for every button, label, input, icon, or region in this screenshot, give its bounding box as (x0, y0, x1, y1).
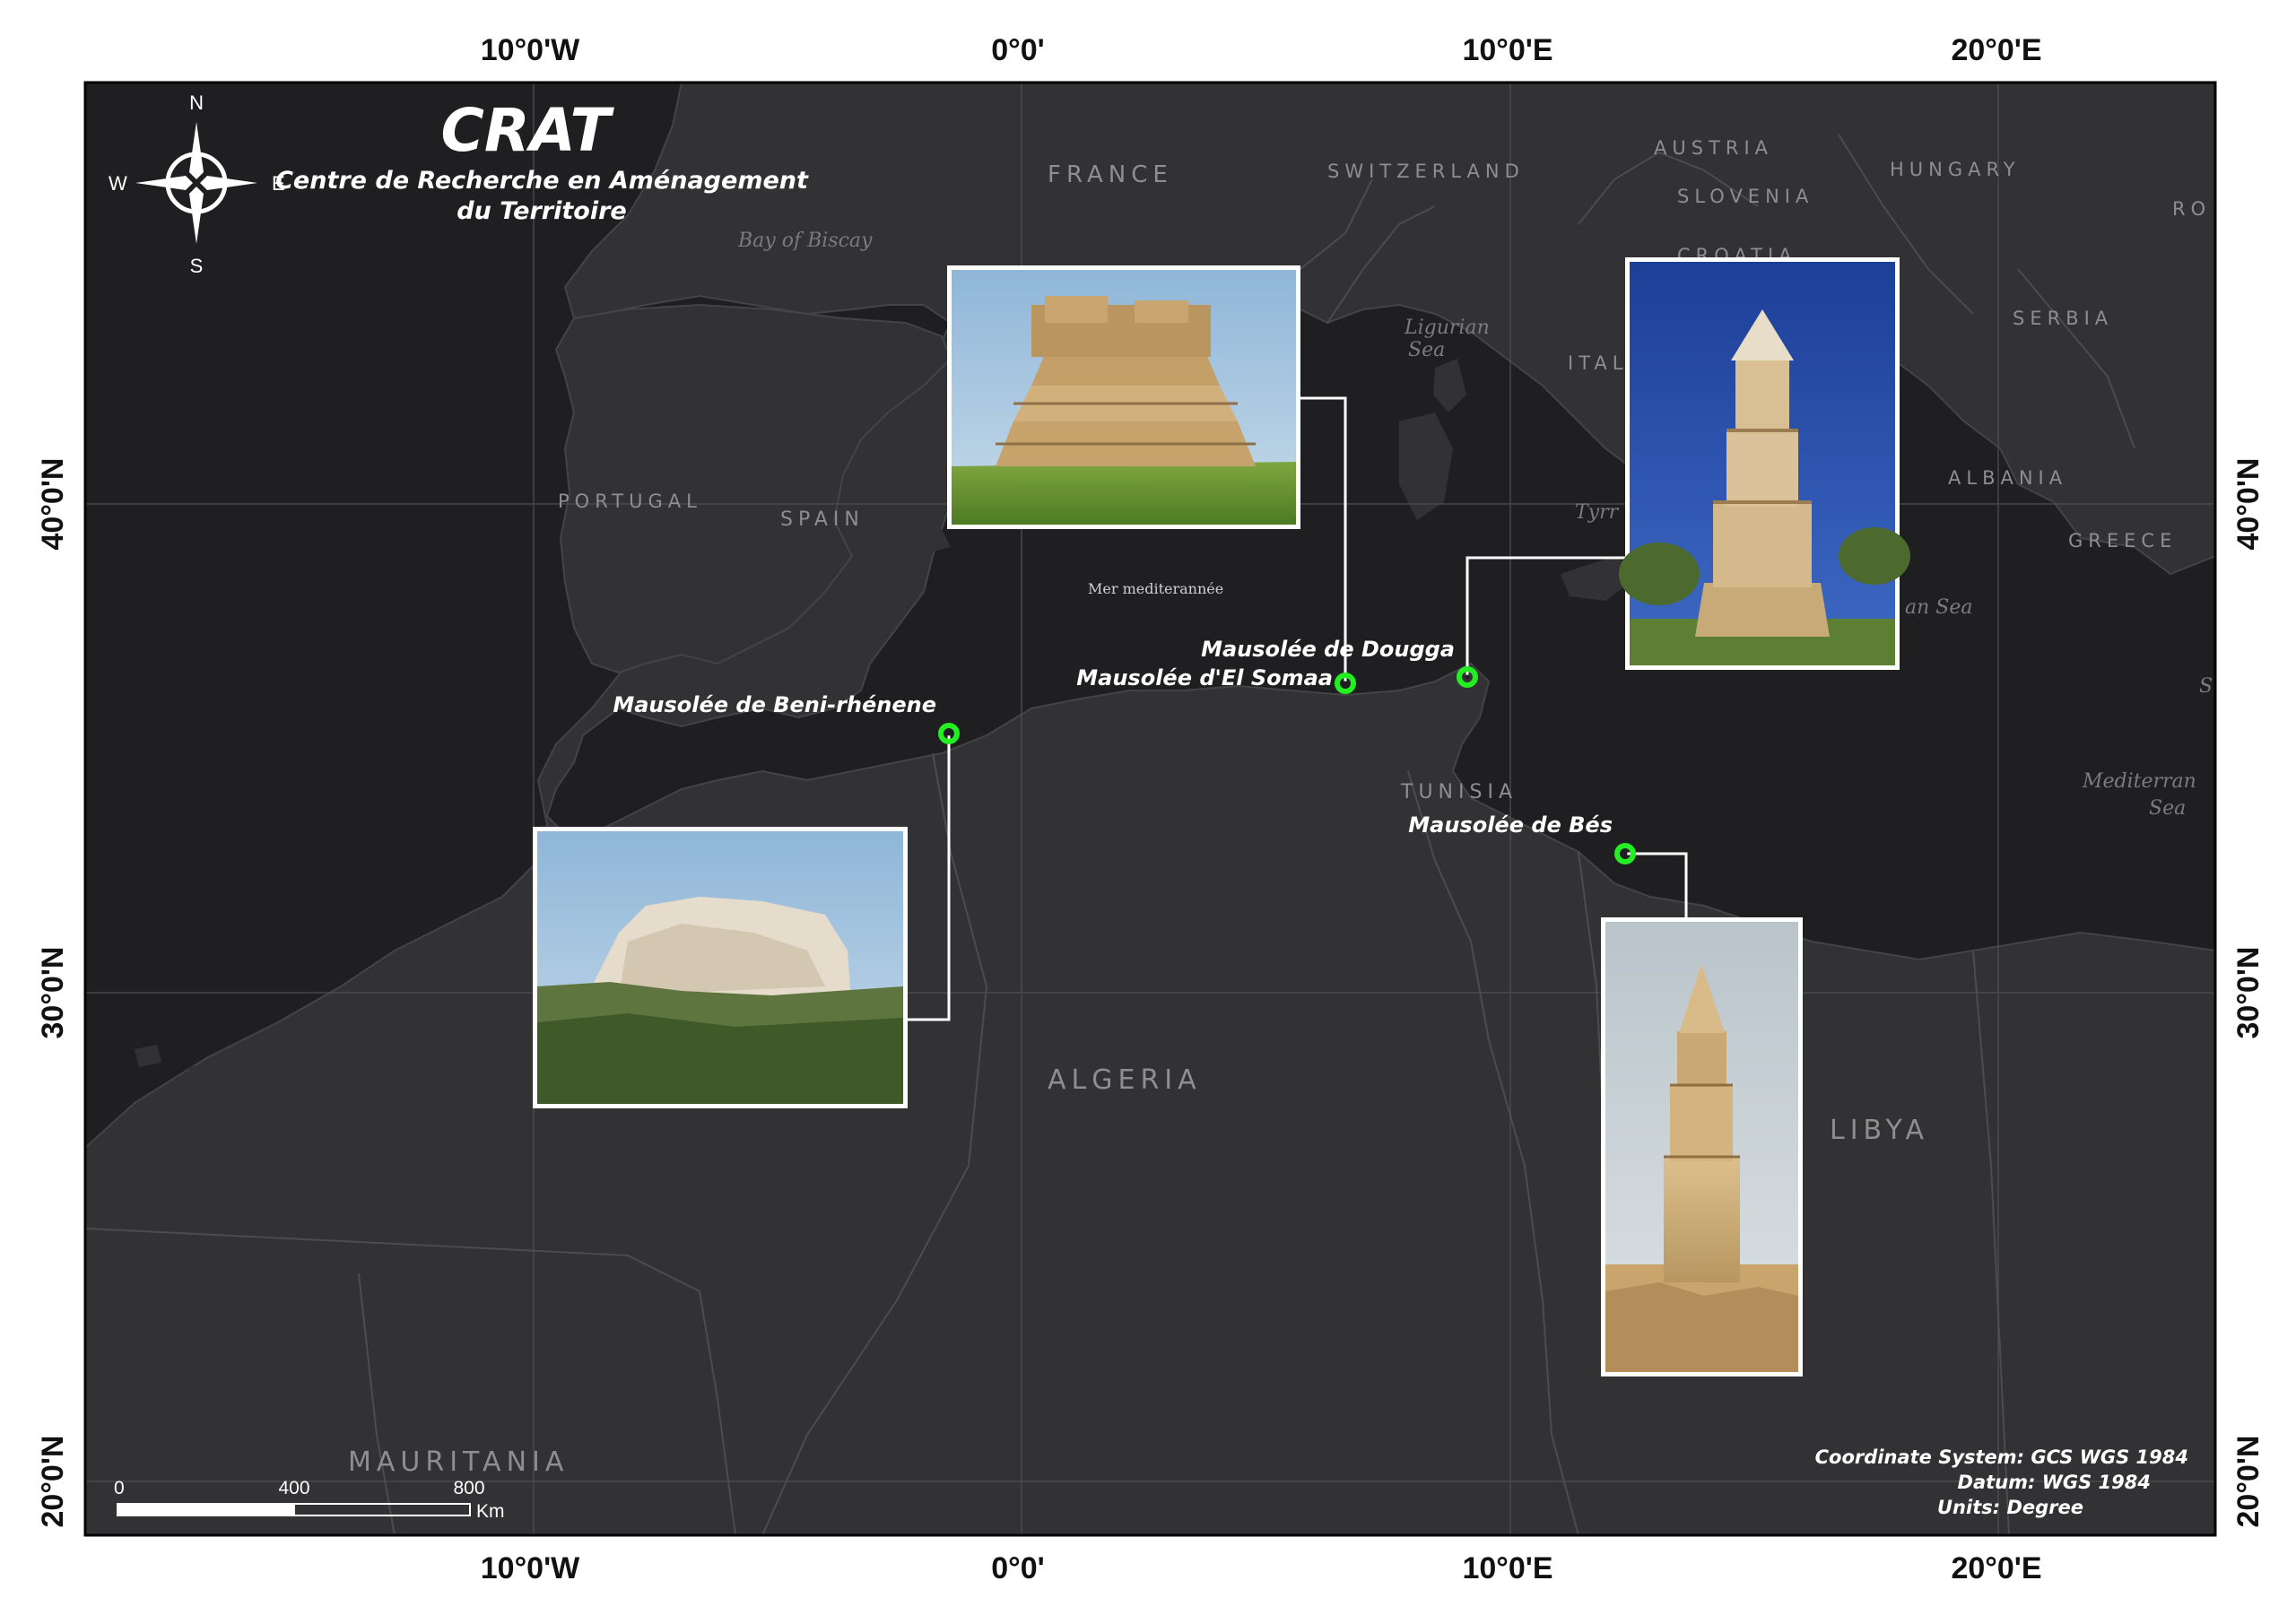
country-label-switzerland: SWITZERLAND (1327, 161, 1525, 182)
photo-dougga[interactable] (1619, 257, 1910, 670)
photo-bes[interactable] (1601, 917, 1803, 1376)
sea-label-ionian: an Sea (1905, 596, 1973, 619)
land-sardinia (1399, 413, 1453, 520)
site-label-bes: Mausolée de Bés (1408, 812, 1613, 838)
compass-e: E (272, 172, 285, 195)
lat-label-right-30n: 30°0'N (2231, 947, 2266, 1039)
country-label-greece: GREECE (2068, 530, 2177, 551)
compass-s: S (190, 255, 204, 277)
country-label-tunisia: TUNISIA (1400, 781, 1518, 803)
photo-el-somaa[interactable] (947, 265, 1300, 529)
scale-tick-400: 400 (278, 1478, 309, 1498)
lon-label-top-0: 0°0' (991, 33, 1045, 67)
photo-beni-rhenene[interactable] (533, 827, 908, 1108)
map-subtitle-line1: Centre de Recherche en Aménagement (275, 167, 809, 195)
sea-label-ligurian-2: Sea (1408, 339, 1445, 361)
country-label-slovenia: SLOVENIA (1677, 186, 1813, 207)
lon-label-bottom-0: 0°0' (991, 1551, 1045, 1585)
map-subtitle-line2: du Territoire (457, 197, 626, 225)
sea-label-ligurian-1: Ligurian (1404, 317, 1490, 339)
country-label-libya: LIBYA (1830, 1115, 1929, 1146)
sea-label-tyrrhenian: Tyrr (1575, 501, 1620, 524)
lon-label-top-10e: 10°0'E (1462, 33, 1552, 67)
country-label-serbia: SERBIA (2013, 308, 2113, 329)
lon-label-bottom-10e: 10°0'E (1462, 1551, 1552, 1585)
map-title: CRAT (440, 96, 614, 165)
sea-note-mediterranee: Mer mediterannée (1088, 580, 1223, 597)
country-label-portugal: PORTUGAL (558, 491, 702, 512)
scale-unit: Km (476, 1501, 505, 1522)
site-marker-dougga[interactable] (1457, 666, 1478, 688)
lon-label-bottom-20e: 20°0'E (1951, 1551, 2041, 1585)
lat-label-right-40n: 40°0'N (2231, 458, 2266, 551)
country-label-spain: SPAIN (780, 508, 865, 531)
lat-label-right-20n: 20°0'N (2231, 1436, 2266, 1528)
country-label-austria: AUSTRIA (1654, 137, 1773, 159)
land-iberia (554, 303, 952, 674)
country-label-france: FRANCE (1048, 161, 1173, 188)
site-marker-el-somaa[interactable] (1335, 673, 1356, 694)
lon-label-top-20e: 20°0'E (1951, 33, 2041, 67)
map-frame (83, 81, 2217, 1537)
land-corsica (1433, 359, 1466, 413)
compass-rose-icon: N S E W (109, 91, 285, 277)
country-label-mauritania: MAURITANIA (348, 1446, 569, 1478)
country-label-romania: RO (2172, 198, 2211, 220)
coordinate-system-label: Coordinate System: GCS WGS 1984 (1815, 1446, 2188, 1468)
lat-label-left-20n: 20°0'N (36, 1436, 70, 1528)
lon-label-bottom-10w: 10°0'W (481, 1551, 580, 1585)
site-label-el-somaa: Mausolée d'El Somaa (1076, 665, 1333, 690)
site-marker-beni-rhenene[interactable] (938, 723, 960, 744)
units-label: Units: Degree (1937, 1497, 2083, 1518)
datum-label: Datum: WGS 1984 (1958, 1472, 2151, 1493)
country-label-italy: ITAL (1568, 352, 1628, 374)
sea-label-mediterranean-1: Mediterran (2082, 770, 2196, 793)
site-label-dougga: Mausolée de Dougga (1201, 637, 1455, 662)
land-canaries (135, 1045, 287, 1081)
country-label-algeria: ALGERIA (1048, 1064, 1202, 1096)
lat-label-left-30n: 30°0'N (36, 947, 70, 1039)
sea-label-mediterranean-2: Sea (2149, 797, 2186, 820)
scale-bar: 0 400 800 Km (114, 1478, 505, 1522)
scale-tick-0: 0 (114, 1478, 125, 1498)
compass-n: N (189, 91, 204, 114)
leader-lines (906, 396, 1688, 1021)
graticule (85, 83, 2215, 1535)
country-label-albania: ALBANIA (1948, 467, 2067, 489)
scale-tick-800: 800 (453, 1478, 484, 1498)
site-marker-bes[interactable] (1614, 843, 1636, 864)
sea-label-s: S (2199, 675, 2213, 698)
land-balearic (906, 529, 951, 556)
lon-label-top-10w: 10°0'W (481, 33, 580, 67)
sea-label-bay-of-biscay: Bay of Biscay (737, 230, 873, 252)
country-label-hungary: HUNGARY (1890, 159, 2021, 180)
site-label-beni-rhenene: Mausolée de Beni-rhénene (613, 692, 936, 717)
lat-label-left-40n: 40°0'N (36, 458, 70, 551)
compass-w: W (109, 172, 127, 195)
